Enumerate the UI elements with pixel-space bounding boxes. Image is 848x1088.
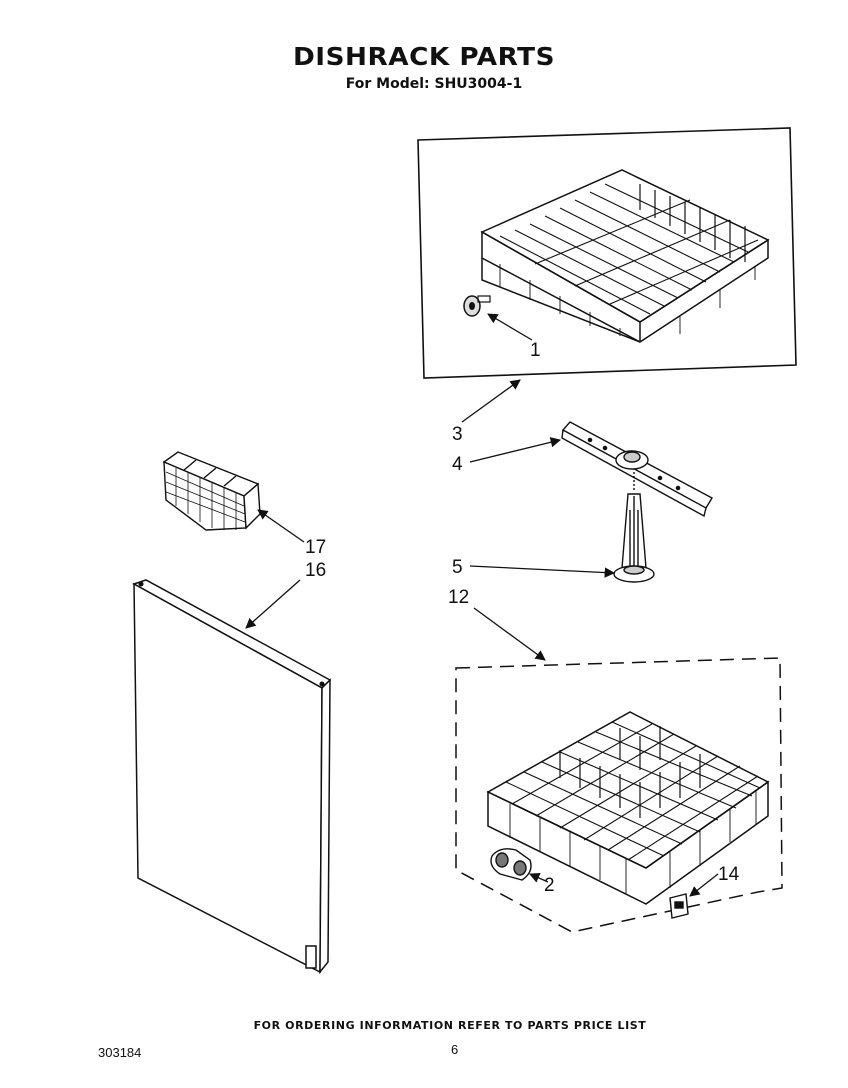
callout-1: 1 <box>530 340 541 361</box>
lower-dishrack <box>486 711 770 905</box>
ordering-info-note: FOR ORDERING INFORMATION REFER TO PARTS … <box>253 1019 647 1032</box>
callout-3: 3 <box>452 424 463 445</box>
leader-1 <box>487 313 533 341</box>
rack-roller-wheel <box>463 295 491 317</box>
callout-16: 16 <box>305 560 326 581</box>
callout-12: 12 <box>448 587 469 608</box>
callout-17: 17 <box>305 537 326 558</box>
document-number: 303184 <box>98 1045 142 1060</box>
leader-3 <box>461 379 521 423</box>
callout-2: 2 <box>544 875 555 896</box>
lower-rack-box <box>455 657 783 933</box>
page-title: DISHRACK PARTS <box>292 42 556 71</box>
callout-5: 5 <box>452 557 463 578</box>
rack-clip <box>669 893 689 919</box>
silverware-basket <box>162 451 261 531</box>
page-number: 6 <box>451 1042 459 1057</box>
door-panel <box>132 579 332 975</box>
model-subtitle: For Model: SHU3004-1 <box>345 76 523 92</box>
leader-12 <box>473 607 546 661</box>
leader-17 <box>257 509 305 543</box>
callout-4: 4 <box>452 454 463 475</box>
upper-dishrack <box>480 169 770 343</box>
leader-4 <box>469 437 562 463</box>
upper-rack-box <box>417 127 797 379</box>
leader-14 <box>689 873 719 897</box>
spray-tube <box>613 472 655 583</box>
leader-16 <box>245 579 301 629</box>
leader-2 <box>529 873 549 883</box>
callout-14: 14 <box>718 864 740 885</box>
leader-5 <box>469 565 616 578</box>
lower-rack-roller <box>490 848 532 881</box>
spray-arm <box>561 421 713 518</box>
